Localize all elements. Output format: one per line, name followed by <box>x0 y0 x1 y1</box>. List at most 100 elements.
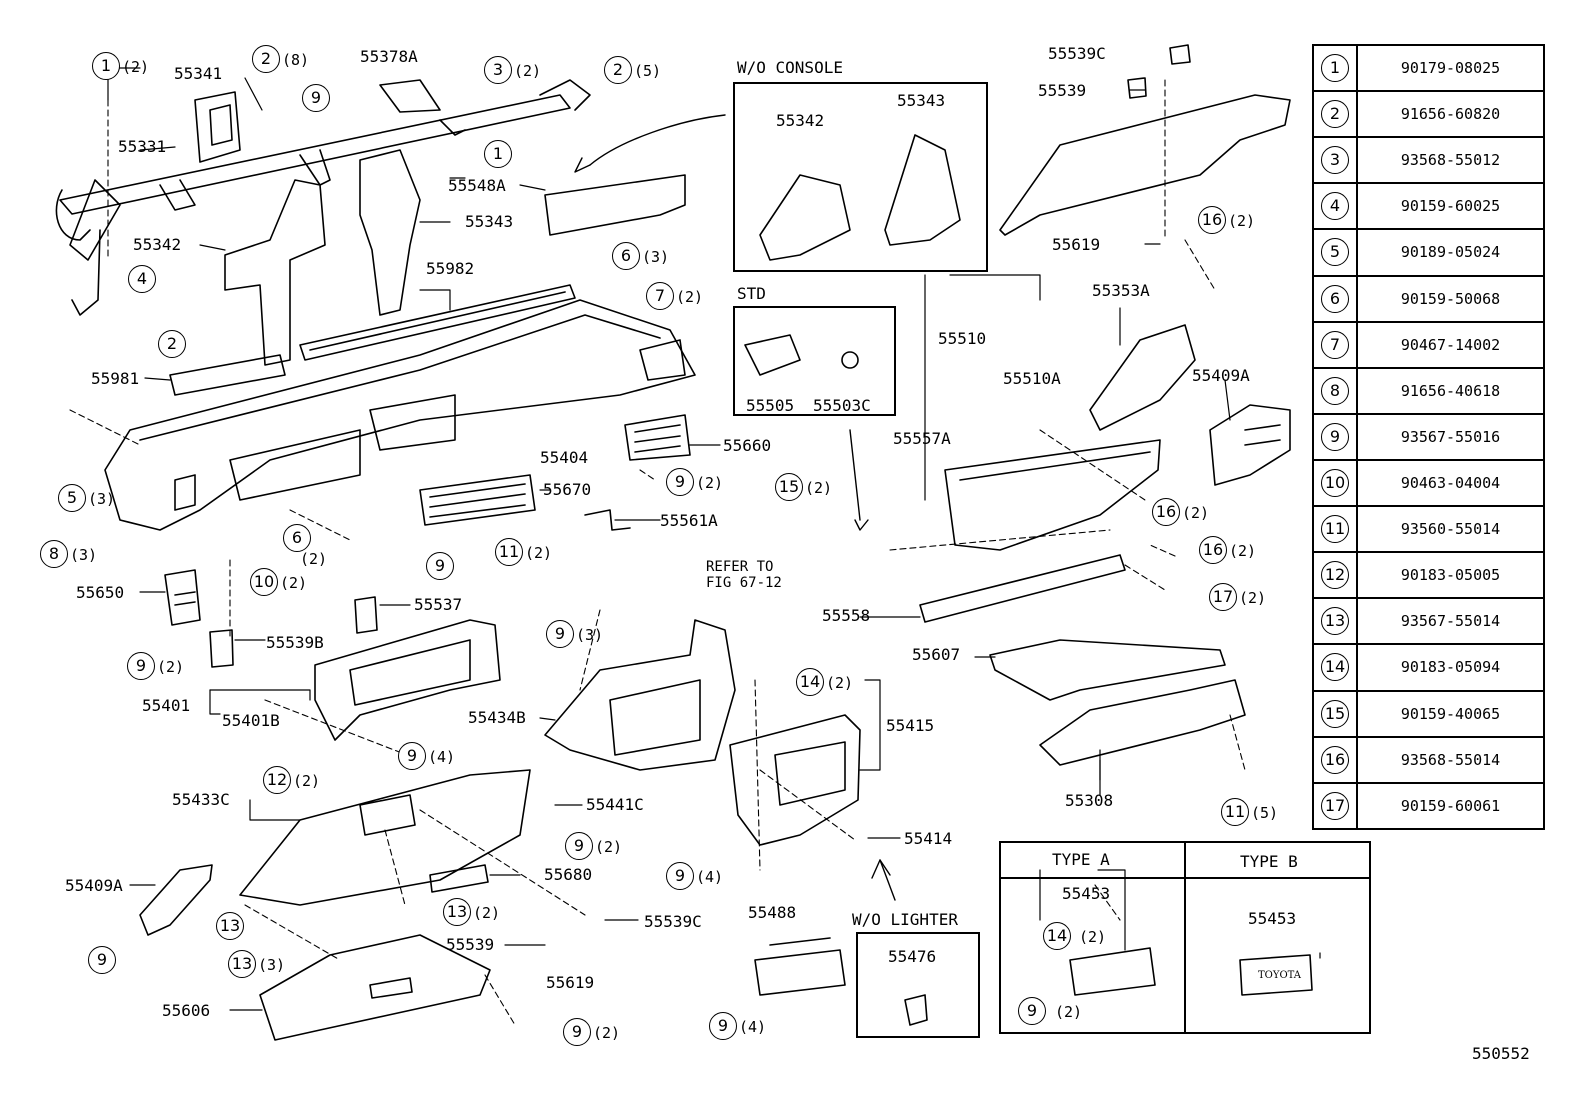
part-label-55433C: 55433C <box>172 790 230 809</box>
box-type-a-title: TYPE A <box>1052 850 1110 869</box>
callout-type-a-9: 9 <box>1018 997 1046 1025</box>
legend-part-number: 93568-55014 <box>1356 735 1545 784</box>
legend-part-number: 93567-55016 <box>1356 412 1545 461</box>
legend-ref-cell: 17 <box>1312 781 1358 831</box>
legend-part-number: 90159-40065 <box>1356 689 1545 738</box>
callout-7: 7 <box>646 282 674 310</box>
callout-type-a-14: 14 <box>1043 922 1071 950</box>
callout-16-b: 16 <box>1152 498 1180 526</box>
legend-ref-cell: 4 <box>1312 182 1358 231</box>
vent-55660 <box>624 414 691 461</box>
qty-9-e: (3) <box>576 626 604 644</box>
part-label-55982: 55982 <box>426 259 475 278</box>
qty-5: (3) <box>88 490 116 508</box>
legend-ref: 5 <box>1321 238 1349 267</box>
part-label-55607: 55607 <box>912 645 961 664</box>
qty-2-b: (5) <box>634 62 662 80</box>
legend-ref-cell: 9 <box>1312 412 1358 461</box>
callout-2-c: 2 <box>158 330 186 358</box>
refer-to-line2: FIG 67-12 <box>706 575 782 591</box>
qty-11-b: (5) <box>1251 804 1279 822</box>
legend-part-number: 93568-55012 <box>1356 136 1545 185</box>
label-wo-console-55342: 55342 <box>776 111 825 130</box>
callout-14: 14 <box>796 668 824 696</box>
callout-5: 5 <box>58 484 86 512</box>
legend-part-number: 90159-50068 <box>1356 274 1545 323</box>
vent-55409A-left <box>139 864 213 936</box>
box-std-title: STD <box>737 284 766 303</box>
callout-1-a: 1 <box>92 52 120 80</box>
legend-part-number: 90159-60061 <box>1356 781 1545 831</box>
legend-ref-cell: 11 <box>1312 505 1358 554</box>
vent-55650 <box>164 569 201 626</box>
type-b-55453 <box>1239 954 1313 996</box>
tray-55607 <box>989 639 1226 701</box>
qty-16-c: (2) <box>1229 542 1257 560</box>
legend-part-number: 90159-60025 <box>1356 182 1545 231</box>
qty-type-a-9: (2) <box>1055 1003 1083 1021</box>
qty-3: (2) <box>514 62 542 80</box>
std-55505 <box>744 334 801 376</box>
std-55503C <box>841 351 859 369</box>
vent-55670 <box>419 474 536 526</box>
undercover-55606 <box>259 934 491 1041</box>
stay-55558 <box>919 554 1126 623</box>
qty-17: (2) <box>1239 589 1267 607</box>
callout-16-c: 16 <box>1199 536 1227 564</box>
part-label-55415: 55415 <box>886 716 935 735</box>
bracket-55561A <box>584 509 631 531</box>
part-label-55434B: 55434B <box>468 708 526 727</box>
legend-part-number: 91656-40618 <box>1356 366 1545 415</box>
part-label-55539C-upper: 55539C <box>1048 44 1106 63</box>
callout-9-k: 9 <box>709 1012 737 1040</box>
box-type-b-title: TYPE B <box>1240 852 1298 871</box>
legend-ref: 14 <box>1321 653 1349 682</box>
wo-console-55343 <box>884 134 961 246</box>
legend-ref: 12 <box>1321 561 1349 590</box>
part-label-55537: 55537 <box>414 595 463 614</box>
part-label-55557A: 55557A <box>893 429 951 448</box>
clip-55539-upper <box>1127 77 1147 99</box>
legend-ref-cell: 8 <box>1312 366 1358 415</box>
piece-55537 <box>354 596 378 634</box>
lower-panel-55434B <box>544 619 736 771</box>
box-std <box>733 306 896 416</box>
legend-ref: 6 <box>1321 284 1349 313</box>
bracket-55378A <box>379 79 441 113</box>
legend-part-number: 90183-05005 <box>1356 551 1545 600</box>
callout-13-b: 13 <box>443 898 471 926</box>
legend-ref: 11 <box>1321 515 1349 544</box>
legend-part-number: 93560-55014 <box>1356 505 1545 554</box>
box-type-ab-divider-v <box>1184 841 1186 1034</box>
qty-9-k: (4) <box>739 1018 767 1036</box>
qty-15: (2) <box>805 479 833 497</box>
part-label-55488: 55488 <box>748 903 797 922</box>
part-label-55414: 55414 <box>904 829 953 848</box>
brace-55343 <box>359 149 421 316</box>
legend-ref-cell: 5 <box>1312 228 1358 277</box>
callout-9-e: 9 <box>546 620 574 648</box>
legend-ref: 17 <box>1321 791 1349 820</box>
part-label-55619-upper: 55619 <box>1052 235 1101 254</box>
qty-16-b: (2) <box>1182 504 1210 522</box>
legend-ref-cell: 7 <box>1312 320 1358 369</box>
legend-ref-cell: 12 <box>1312 551 1358 600</box>
bracket-55341 <box>194 91 241 163</box>
qty-8: (3) <box>70 546 98 564</box>
cluster-finish-55401 <box>314 619 501 741</box>
label-type-b-55453: 55453 <box>1248 909 1297 928</box>
callout-9-a: 9 <box>302 84 330 112</box>
legend-ref: 10 <box>1321 469 1349 498</box>
part-label-55401: 55401 <box>142 696 191 715</box>
upper-right-trim <box>999 94 1291 236</box>
label-wo-lighter-55476: 55476 <box>888 947 937 966</box>
part-label-55981: 55981 <box>91 369 140 388</box>
part-label-55660: 55660 <box>723 436 772 455</box>
